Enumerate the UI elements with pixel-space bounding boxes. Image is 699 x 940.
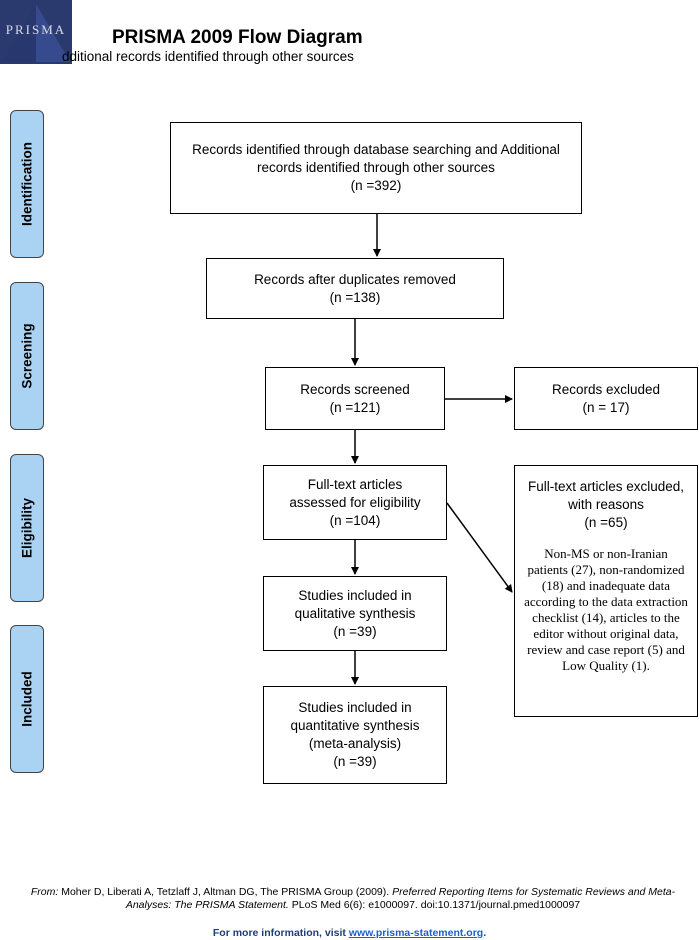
box-records-excluded-text: Records excluded [551,381,661,397]
box-quantitative-count: (n =39) [333,754,377,769]
page-subtitle: dditional records identified through oth… [62,49,354,64]
footer-citation-ref: PLoS Med 6(6): e1000097. doi:10.1371/jou… [291,899,581,911]
box-fulltext-assessed: Full-text articles assessed for eligibil… [263,465,447,540]
box-quantitative-text: Studies included in quantitative synthes… [290,700,420,751]
prisma-website-link[interactable]: www.prisma-statement.org [348,927,484,939]
box-qualitative-synthesis: Studies included in qualitative synthesi… [263,576,447,651]
prisma-logo: PRISMA [0,0,72,64]
box-fulltext-excluded-text: Full-text articles excluded, with reason… [527,479,685,512]
box-records-identified-count: (n =392) [350,178,402,193]
logo-triangle-icon [2,4,70,62]
box-qualitative-count: (n =39) [333,623,377,639]
box-quantitative-synthesis: Studies included in quantitative synthes… [263,686,447,784]
box-fulltext-assessed-text: Full-text articles assessed for eligibil… [289,476,421,510]
box-fulltext-excluded-reasons: Non-MS or non-Iranian patients (27), non… [524,546,688,673]
footer-more-info: For more information, visit www.prisma-s… [0,927,699,939]
page-title: PRISMA 2009 Flow Diagram [112,27,363,48]
box-records-excluded: Records excluded (n = 17) [514,367,698,430]
footer-citation-title: Preferred Reporting Items for Systematic… [125,886,676,911]
phase-eligibility: Eligibility [10,454,44,602]
footer-citation-authors: Moher D, Liberati A, Tetzlaff J, Altman … [61,886,390,898]
phase-screening: Screening [10,282,44,430]
phase-included: Included [10,625,44,773]
footer-more-info-text: For more information, visit [212,927,346,939]
footer-link-suffix: . [483,927,487,939]
box-records-identified-text: Records identified through database sear… [192,142,560,175]
box-fulltext-excluded: Full-text articles excluded, with reason… [514,465,698,717]
box-records-excluded-count: (n = 17) [582,399,630,415]
footer-from-label: From: [30,886,59,898]
box-qualitative-text: Studies included in qualitative synthesi… [294,587,416,621]
logo-text: PRISMA [5,22,67,37]
box-records-screened-count: (n =121) [329,399,381,415]
box-duplicates-removed-count: (n =138) [329,289,381,305]
arrow-fulltext-to-excluded [446,502,513,593]
box-records-screened: Records screened (n =121) [265,367,445,430]
box-duplicates-removed: Records after duplicates removed (n =138… [206,258,504,319]
box-fulltext-assessed-count: (n =104) [329,512,381,528]
box-duplicates-removed-text: Records after duplicates removed [254,271,456,287]
footer-citation: From: Moher D, Liberati A, Tetzlaff J, A… [18,886,688,912]
box-records-identified: Records identified through database sear… [170,122,582,214]
box-fulltext-excluded-count: (n =65) [584,515,628,530]
phase-identification: Identification [10,110,44,258]
box-records-screened-text: Records screened [300,381,410,397]
